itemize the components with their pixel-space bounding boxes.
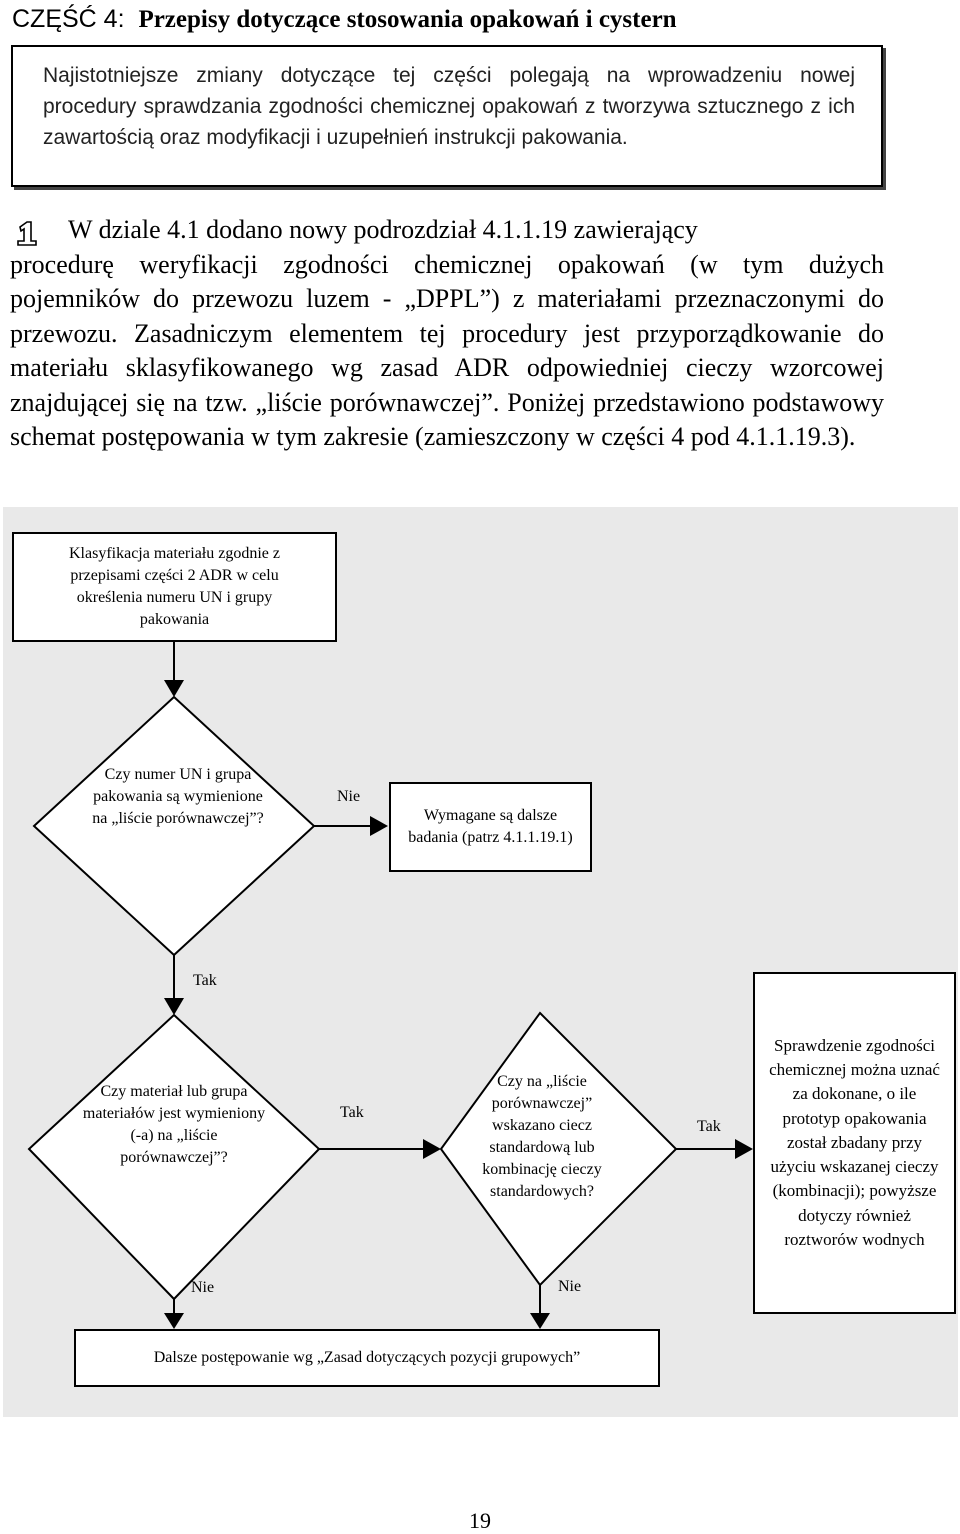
arrow-icon <box>164 1313 184 1329</box>
intro-first-line: W dziale 4.1 dodano nowy podrozdział 4.1… <box>68 215 698 244</box>
arrow-icon <box>735 1139 753 1159</box>
section-title: Przepisy dotyczące stosowania opakowań i… <box>138 6 677 33</box>
result-node: Sprawdzenie zgodności chemicznej można u… <box>753 972 956 1314</box>
no-label-1: Nie <box>337 788 361 805</box>
summary-text: Najistotniejsze zmiany dotyczące tej czę… <box>43 64 855 149</box>
number-one-icon <box>17 221 37 246</box>
decision-diamond-1 <box>32 695 316 957</box>
arrow-icon <box>423 1139 441 1159</box>
arrow-icon <box>530 1313 550 1329</box>
summary-box: Najistotniejsze zmiany dotyczące tej czę… <box>11 45 883 187</box>
section-heading: CZĘŚĆ 4: Przepisy dotyczące stosowania o… <box>12 4 677 35</box>
intro-body: procedurę weryfikacji zgodności chemiczn… <box>10 249 884 452</box>
no-label-2: Nie <box>191 1279 215 1296</box>
decision-1-text: Czy numer UN i grupa pakowania są wymien… <box>92 766 264 827</box>
decision-diamond-2 <box>27 1013 321 1301</box>
decision-3-text: Czy na „liście porównawczej” wskazano ci… <box>482 1073 602 1200</box>
end-node: Dalsze postępowanie wg „Zasad dotyczącyc… <box>74 1329 660 1387</box>
yes-label-1: Tak <box>193 972 217 989</box>
decision-diamond-3 <box>439 1011 678 1287</box>
yes-label-2: Tak <box>340 1104 364 1121</box>
decision-2-text: Czy materiał lub grupa materiałów jest w… <box>82 1083 266 1166</box>
start-node: Klasyfikacja materiału zgodnie z przepis… <box>12 532 337 642</box>
arrow-icon <box>164 998 184 1015</box>
yes-label-3: Tak <box>697 1118 721 1135</box>
intro-paragraph: W dziale 4.1 dodano nowy podrozdział 4.1… <box>10 213 884 455</box>
arrow-icon <box>164 680 184 697</box>
section-part: CZĘŚĆ 4: <box>12 5 125 33</box>
page-number: 19 <box>469 1508 491 1533</box>
arrow-icon <box>370 816 388 836</box>
further-tests-node: Wymagane są dalsze badania (patrz 4.1.1.… <box>389 782 592 872</box>
no-label-3: Nie <box>558 1278 582 1295</box>
